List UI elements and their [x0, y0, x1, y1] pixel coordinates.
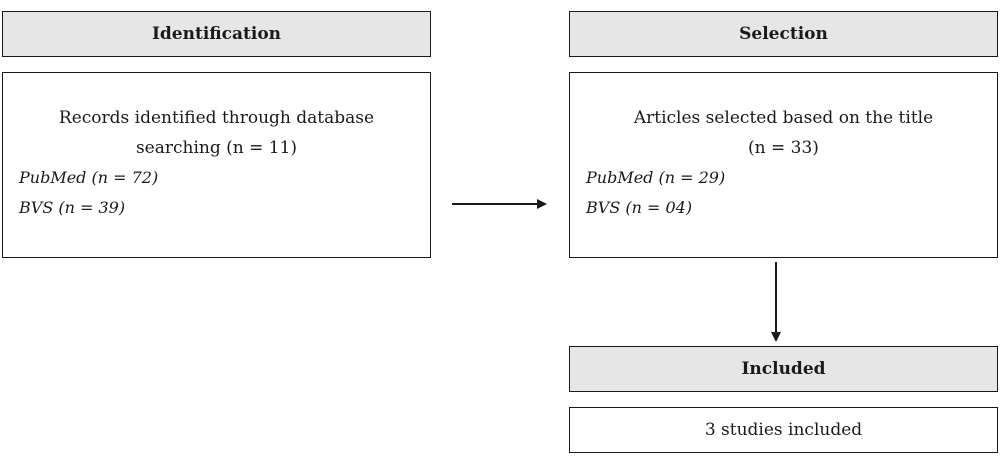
identification-item-bvs: BVS (n = 39): [19, 198, 126, 217]
selection-title: Articles selected based on the title (n …: [586, 103, 981, 163]
included-header-label: Included: [741, 359, 826, 379]
selection-item-bvs: BVS (n = 04): [586, 198, 693, 217]
selection-header: Selection: [569, 11, 998, 57]
selection-header-label: Selection: [739, 24, 828, 44]
included-header: Included: [569, 346, 998, 392]
identification-title-line2: searching (n = 11): [135, 138, 298, 158]
included-box: 3 studies included: [569, 407, 998, 453]
identification-header: Identification: [2, 11, 431, 57]
identification-header-label: Identification: [151, 24, 282, 44]
selection-title-line2: (n = 33): [748, 138, 819, 158]
identification-item-pubmed: PubMed (n = 72): [19, 168, 159, 187]
selection-title-line1: Articles selected based on the title: [633, 108, 934, 128]
included-text: 3 studies included: [704, 420, 863, 440]
selection-item-pubmed: PubMed (n = 29): [586, 168, 726, 187]
identification-title-line1: Records identified through database: [58, 108, 375, 128]
selection-box: Articles selected based on the title (n …: [569, 72, 998, 258]
identification-box: Records identified through database sear…: [2, 72, 431, 258]
identification-title: Records identified through database sear…: [19, 103, 414, 163]
